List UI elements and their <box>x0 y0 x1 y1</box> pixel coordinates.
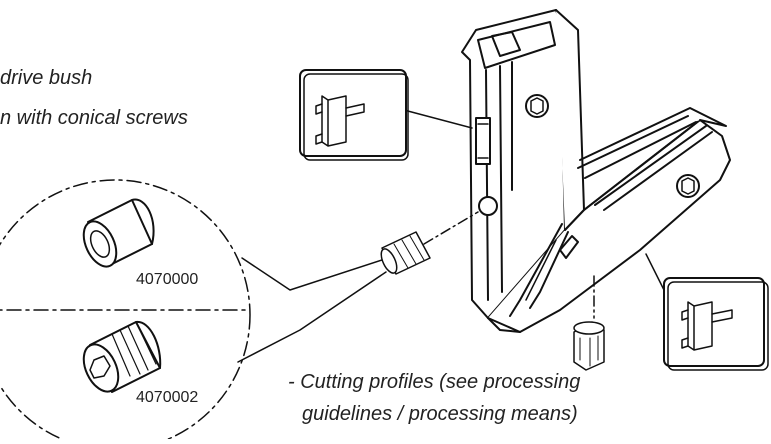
t-insert-callout-bottom <box>645 253 769 371</box>
drive-bush-small <box>380 231 431 275</box>
caption-processing-guidelines: guidelines / processing means) <box>302 403 578 425</box>
drive-bush-bottom <box>573 321 605 371</box>
bush-plain-4070000 <box>82 198 155 268</box>
caption-conical-screws: n with conical screws <box>0 107 188 129</box>
caption-cutting-profiles: - Cutting profiles (see processing <box>288 371 581 393</box>
axis-line-small-bush <box>423 211 479 245</box>
caption-drive-bush: drive bush <box>0 67 93 89</box>
t-insert-callout-top <box>299 69 473 161</box>
part-number-4070002: 4070002 <box>136 389 198 406</box>
part-number-4070000: 4070000 <box>136 271 198 288</box>
corner-connector <box>461 9 731 333</box>
detail-circle <box>0 179 387 444</box>
bush-threaded-4070002 <box>82 320 162 393</box>
